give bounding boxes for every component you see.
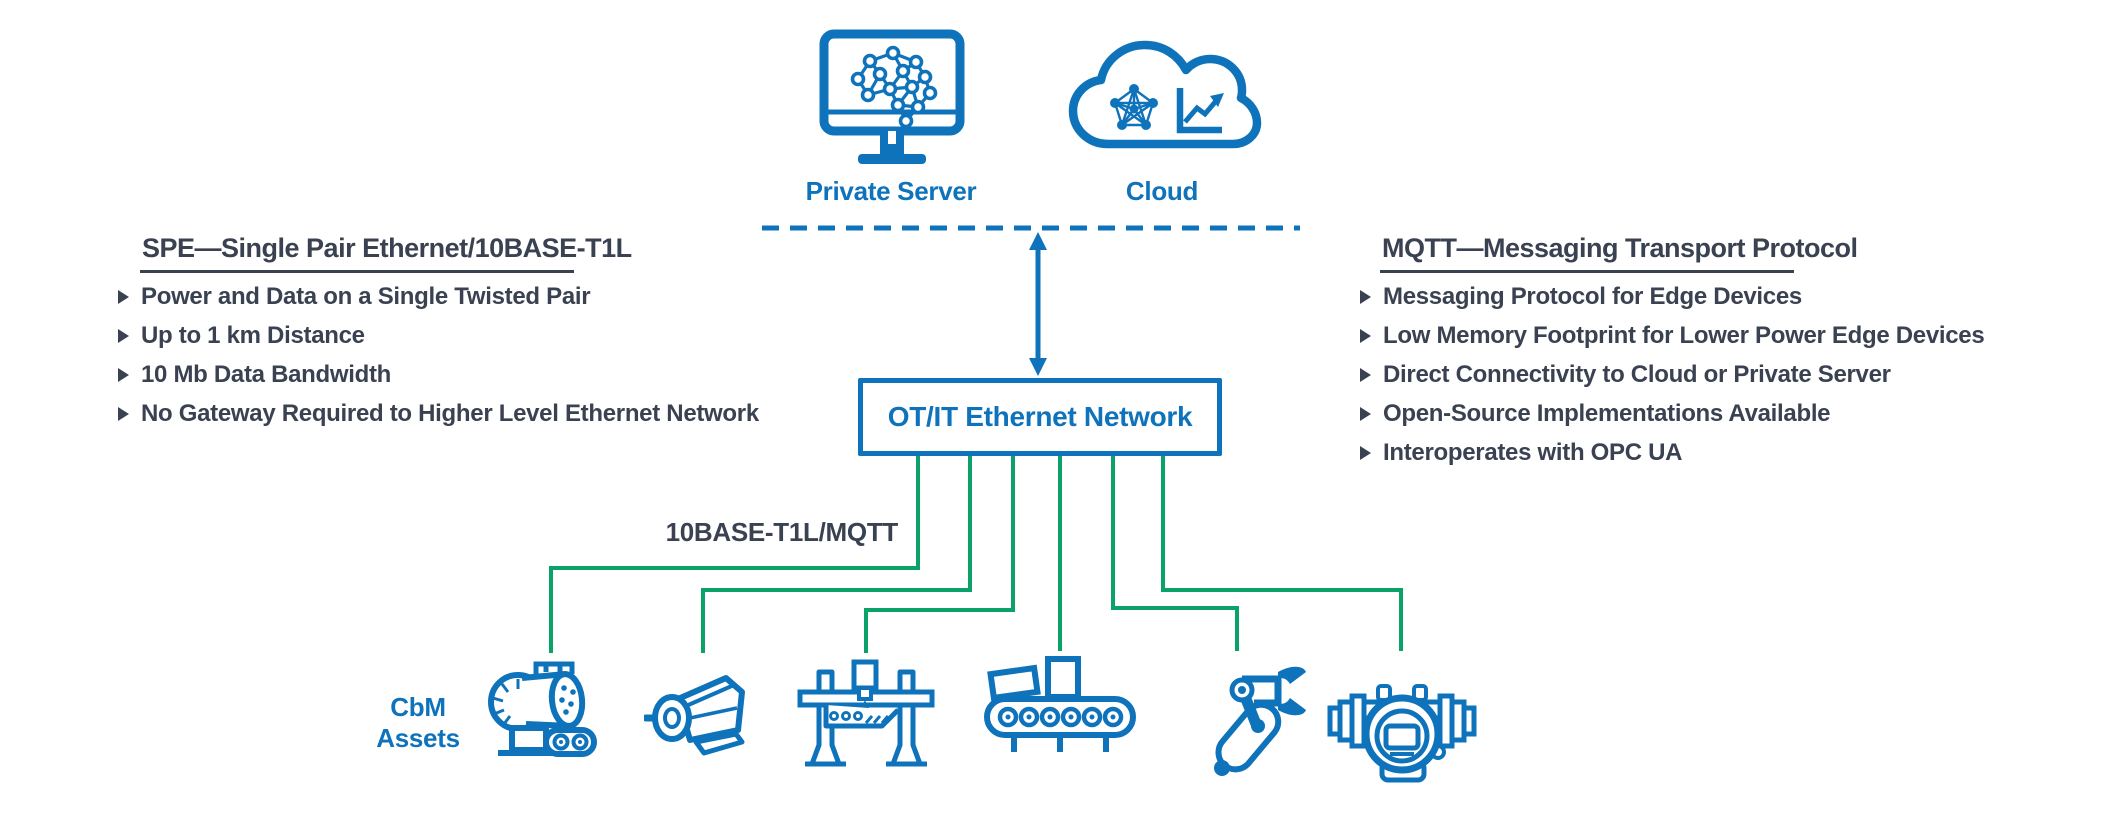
bullet-arrow-icon	[118, 328, 129, 343]
bullet-arrow-icon	[1360, 328, 1371, 343]
bullet-arrow-icon	[118, 289, 129, 304]
cbm-assets-label: CbM Assets	[376, 692, 460, 753]
link-protocol-label: 10BASE-T1L/MQTT	[665, 517, 899, 547]
cloud-icon	[1068, 40, 1262, 149]
cloud-network-glyph	[1110, 84, 1158, 130]
transmitter-icon	[1327, 684, 1477, 783]
mqtt-bullet-list: Messaging Protocol for Edge Devices Low …	[1360, 277, 1985, 472]
mqtt-heading-underline	[1380, 270, 1794, 273]
green-link-line-1	[549, 456, 920, 653]
network-box-label: OT/IT Ethernet Network	[887, 401, 1193, 432]
conveyor-icon	[984, 656, 1136, 752]
green-link-line-6	[1161, 456, 1403, 651]
green-link-line-2	[701, 456, 972, 653]
spe-heading: SPE—Single Pair Ethernet/10BASE-T1L	[142, 233, 632, 263]
bidirectional-arrow-icon	[1029, 232, 1047, 376]
bullet-item: Interoperates with OPC UA	[1360, 433, 1984, 472]
private-server-icon	[819, 29, 965, 164]
motor-icon	[644, 675, 745, 756]
private-server-label: Private Server	[805, 176, 977, 206]
bullet-arrow-icon	[1360, 289, 1371, 304]
spe-heading-underline	[140, 270, 574, 273]
bullet-arrow-icon	[1360, 445, 1371, 460]
mqtt-heading: MQTT—Messaging Transport Protocol	[1382, 233, 1858, 263]
bullet-item: Open-Source Implementations Available	[1360, 394, 1984, 433]
green-link-line-5	[1111, 456, 1239, 651]
bullet-arrow-icon	[118, 406, 129, 421]
bullet-arrow-icon	[1360, 367, 1371, 382]
bullet-item: Messaging Protocol for Edge Devices	[1360, 277, 1984, 316]
robot-arm-icon	[1214, 666, 1306, 776]
spe-bullet-list: Power and Data on a Single Twisted Pair …	[118, 277, 759, 433]
bullet-arrow-icon	[118, 367, 129, 382]
network-box: OT/IT Ethernet Network	[858, 378, 1222, 456]
bullet-item: Low Memory Footprint for Lower Power Edg…	[1360, 316, 1985, 355]
bullet-item: No Gateway Required to Higher Level Ethe…	[118, 394, 759, 433]
bullet-item: Power and Data on a Single Twisted Pair	[118, 277, 759, 316]
cnc-machine-icon	[797, 659, 935, 767]
cloud-label: Cloud	[1125, 176, 1199, 206]
bullet-arrow-icon	[1360, 406, 1371, 421]
green-link-line-3	[864, 456, 1015, 653]
blower-icon	[488, 661, 597, 757]
bullet-item: Direct Connectivity to Cloud or Private …	[1360, 355, 1984, 394]
bullet-item: 10 Mb Data Bandwidth	[118, 355, 759, 394]
bullet-item: Up to 1 km Distance	[118, 316, 759, 355]
cloud-chart-glyph	[1176, 88, 1224, 134]
